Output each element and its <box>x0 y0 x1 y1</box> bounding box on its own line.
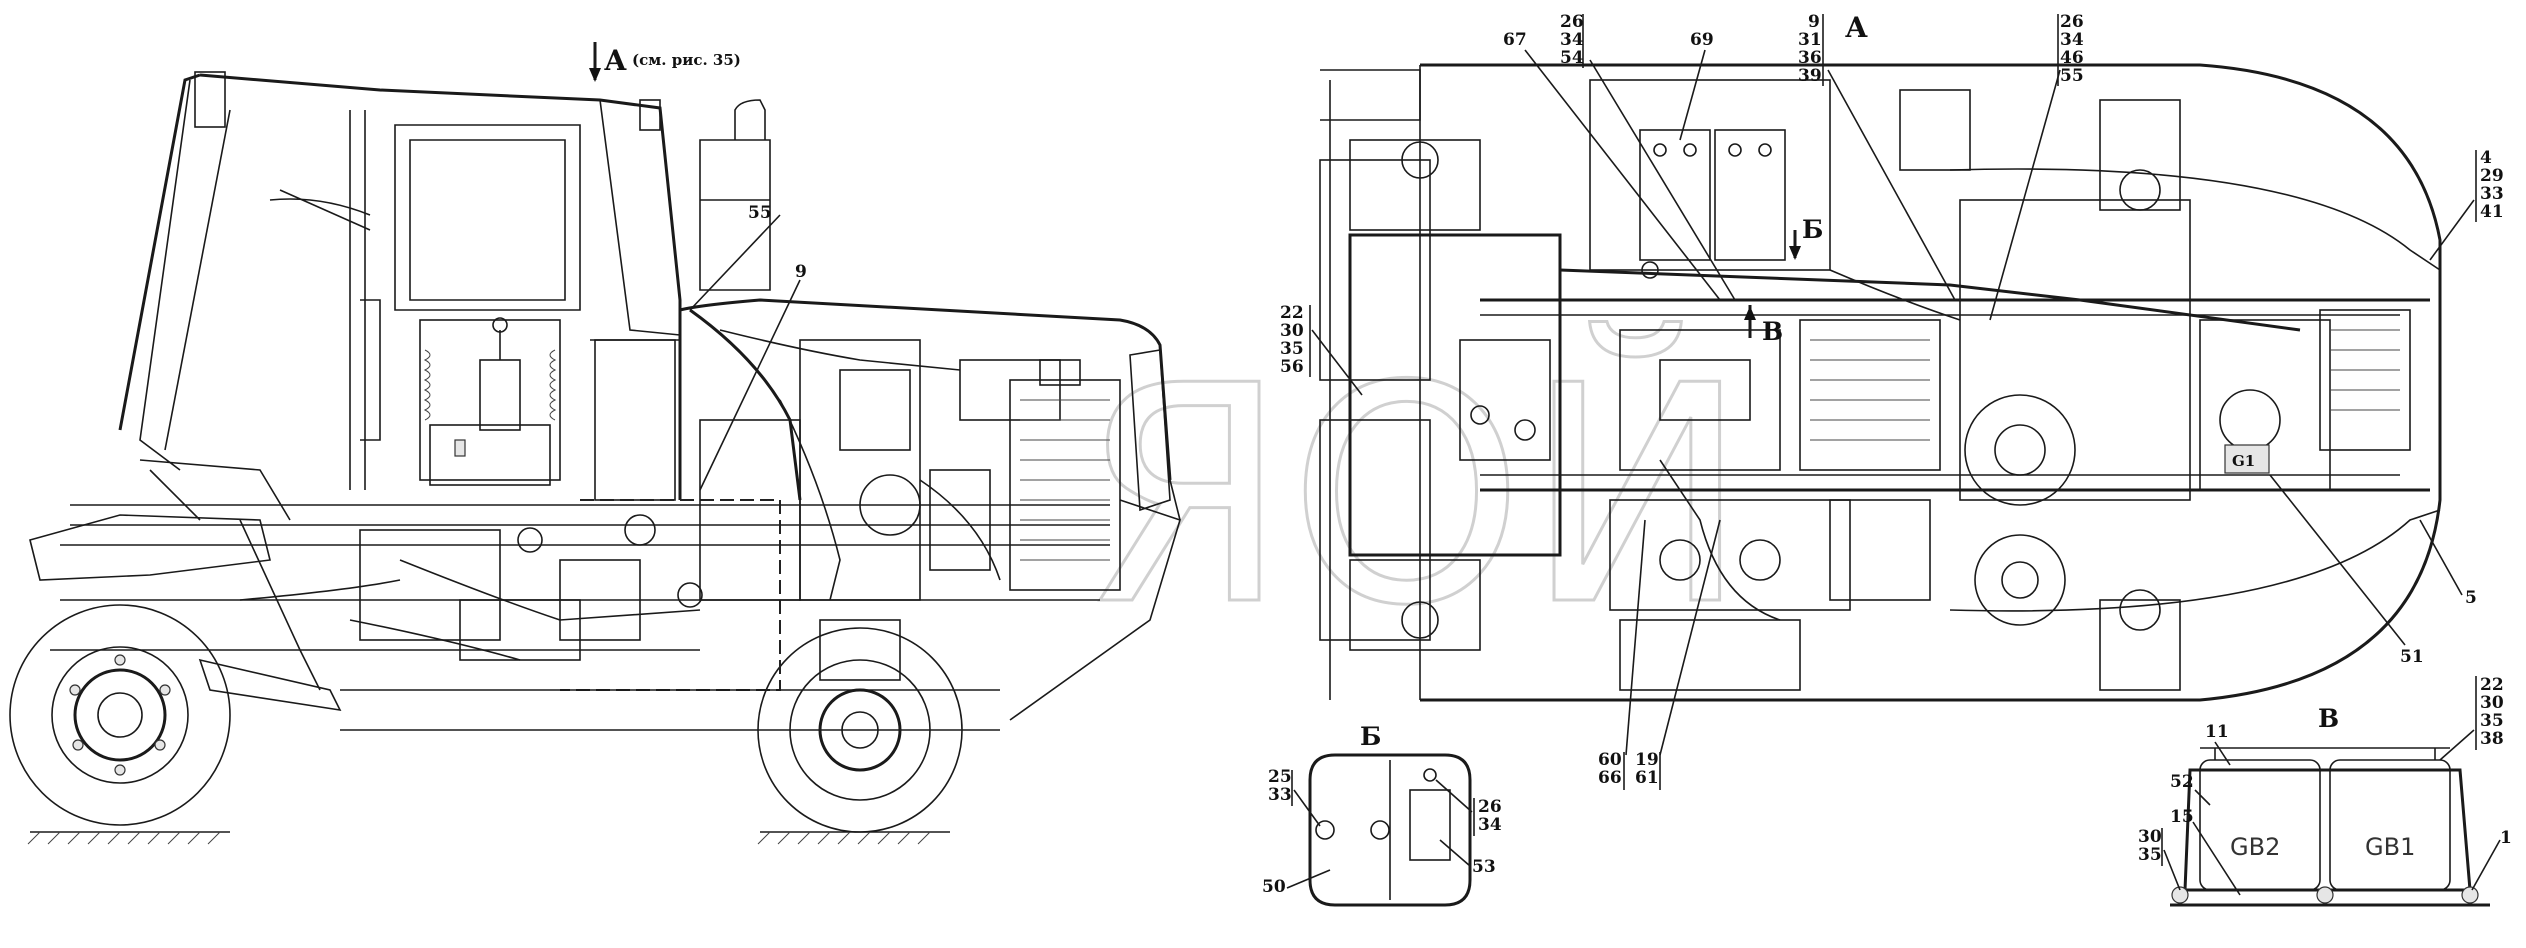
svg-text:35: 35 <box>2480 711 2504 731</box>
svg-text:54: 54 <box>1560 48 1584 68</box>
air-cleaner <box>699 99 771 291</box>
svg-text:22: 22 <box>2480 675 2504 695</box>
svg-text:67: 67 <box>1503 30 1527 50</box>
hood-outline <box>1420 63 2442 702</box>
callout-group-60-66: 60 66 <box>1598 519 1646 790</box>
detail-b: Б 25 33 26 34 50 53 <box>1262 722 1502 907</box>
svg-text:36: 36 <box>1798 48 1822 68</box>
svg-text:69: 69 <box>1690 30 1714 50</box>
svg-text:60: 60 <box>1598 750 1622 770</box>
svg-text:26: 26 <box>1560 12 1584 32</box>
svg-text:Б: Б <box>1802 215 1823 244</box>
view-arrow-a: А (см. рис. 35) <box>589 42 741 82</box>
svg-text:11: 11 <box>2205 722 2229 742</box>
callout-67: 67 <box>1503 30 1721 301</box>
svg-text:9: 9 <box>1808 12 1820 32</box>
svg-text:52: 52 <box>2170 772 2194 792</box>
svg-text:30: 30 <box>1280 321 1304 341</box>
callout-69: 69 <box>1679 30 1714 141</box>
view-arrow-note: (см. рис. 35) <box>632 51 741 69</box>
callout-group-19-61: 19 61 <box>1635 519 1721 790</box>
top-view: G1 А Б В 67 69 <box>1280 11 2504 790</box>
rear-fender-top <box>1319 159 1431 381</box>
section-marker-b: Б <box>1789 215 1823 260</box>
svg-text:55: 55 <box>2060 66 2084 86</box>
svg-text:26: 26 <box>2060 12 2084 32</box>
rear-linkage <box>29 459 342 712</box>
callout-5: 5 <box>2419 519 2477 608</box>
svg-text:61: 61 <box>1635 768 1659 788</box>
svg-text:33: 33 <box>1268 785 1292 805</box>
top-view-title: А <box>1845 11 1868 44</box>
rear-wheel <box>9 604 231 826</box>
svg-text:31: 31 <box>1798 30 1822 50</box>
svg-text:34: 34 <box>2060 30 2084 50</box>
detail-v-title: В <box>2318 704 2339 733</box>
detail-v: В GB2 GB1 22 30 35 38 11 52 15 30 35 1 <box>2138 675 2512 907</box>
wiring-harness <box>239 308 1001 661</box>
hood <box>679 298 1181 721</box>
callout-group-26-34-54: 26 34 54 <box>1560 12 1736 301</box>
g1-label: G1 <box>2232 452 2255 470</box>
svg-text:В: В <box>1762 317 1783 346</box>
callout-51: 51 <box>2269 474 2424 667</box>
callout-group-9-31-36-39: 9 31 36 39 <box>1798 12 1956 301</box>
svg-text:5: 5 <box>2465 588 2477 608</box>
view-arrow-label: А <box>604 44 627 77</box>
svg-text:39: 39 <box>1798 66 1822 86</box>
callout-9: 9 <box>795 262 807 282</box>
svg-text:29: 29 <box>2480 166 2504 186</box>
callout-group-22-30-35-56: 22 30 35 56 <box>1280 303 1363 396</box>
callout-55: 55 <box>748 203 772 223</box>
svg-text:46: 46 <box>2060 48 2084 68</box>
cab <box>118 71 682 501</box>
svg-text:50: 50 <box>1262 877 1286 897</box>
rear-fender-bottom <box>1319 419 1431 641</box>
detail-b-title: Б <box>1360 722 1381 751</box>
svg-text:53: 53 <box>1472 857 1496 877</box>
side-callout-55: 55 <box>689 203 781 311</box>
svg-text:34: 34 <box>1560 30 1584 50</box>
side-view: А (см. рис. 35) 55 9 <box>9 42 1181 845</box>
ground-hatch-rear <box>27 831 230 845</box>
svg-text:4: 4 <box>2480 148 2492 168</box>
svg-text:30: 30 <box>2138 827 2162 847</box>
svg-text:30: 30 <box>2480 693 2504 713</box>
watermark: ЯОЙ <box>1080 319 1749 671</box>
section-marker-v: В <box>1744 305 1783 346</box>
svg-text:38: 38 <box>2480 729 2504 749</box>
svg-text:35: 35 <box>1280 339 1304 359</box>
svg-text:56: 56 <box>1280 357 1304 377</box>
callout-group-4-29-33-41: 4 29 33 41 <box>2429 148 2504 261</box>
svg-text:35: 35 <box>2138 845 2162 865</box>
side-callout-9: 9 <box>699 262 807 491</box>
svg-text:51: 51 <box>2400 647 2424 667</box>
svg-text:22: 22 <box>1280 303 1304 323</box>
front-wheel <box>757 619 963 833</box>
battery-box <box>1589 79 1831 271</box>
svg-text:15: 15 <box>2170 807 2194 827</box>
svg-text:66: 66 <box>1598 768 1622 788</box>
battery-gb2: GB2 <box>2230 833 2280 861</box>
svg-text:25: 25 <box>1268 767 1292 787</box>
svg-text:34: 34 <box>1478 815 1502 835</box>
svg-text:33: 33 <box>2480 184 2504 204</box>
battery-gb1: GB1 <box>2365 833 2415 861</box>
ground-hatch-front <box>757 831 950 845</box>
callout-group-26-34-46-55: 26 34 46 55 <box>1989 12 2084 321</box>
svg-text:1: 1 <box>2500 828 2512 848</box>
svg-text:26: 26 <box>1478 797 1502 817</box>
svg-text:41: 41 <box>2480 202 2504 222</box>
svg-text:19: 19 <box>1635 750 1659 770</box>
